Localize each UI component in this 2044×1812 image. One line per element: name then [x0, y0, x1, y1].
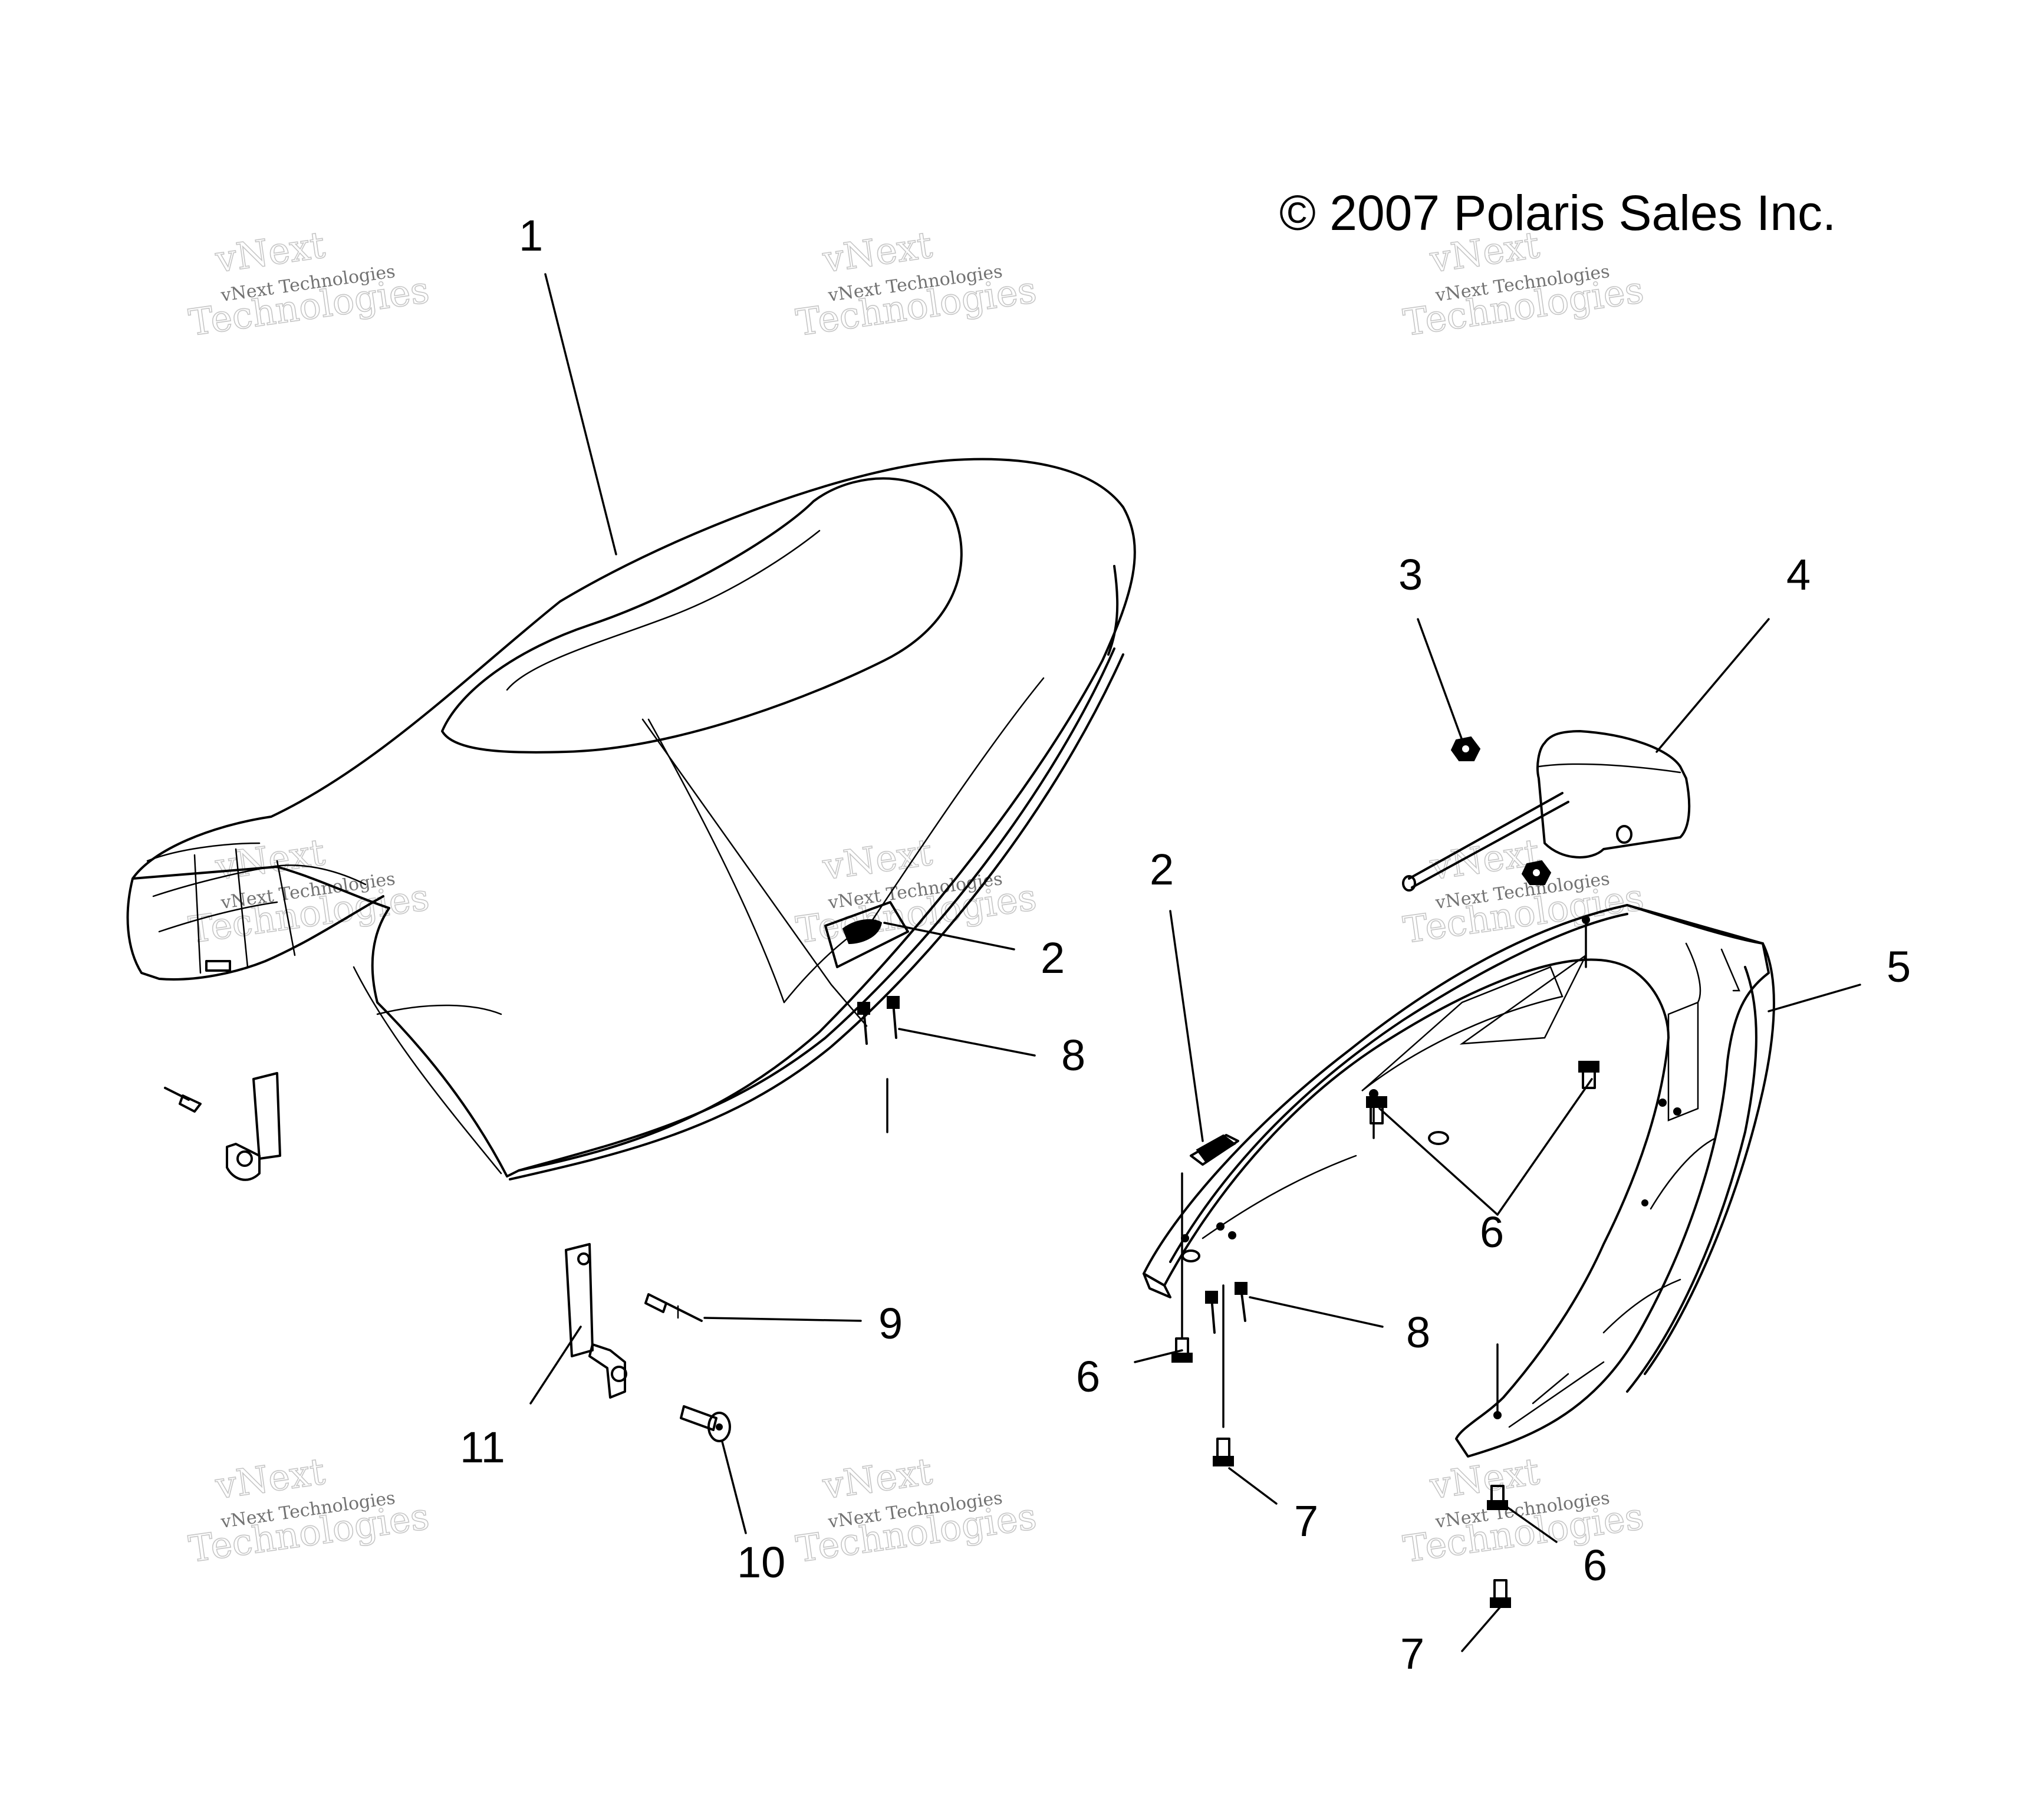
screws-part-8-lower [1205, 1282, 1248, 1334]
watermark: vNext vNext Technologies Technologies [1400, 830, 1647, 952]
callout-8: 8 [1061, 1031, 1085, 1080]
callout-2: 2 [1150, 845, 1174, 894]
rear-bumper-part-5 [1143, 904, 1775, 1458]
leader-lines [529, 273, 1861, 1652]
callout-8: 8 [1406, 1308, 1430, 1357]
copyright-notice: © 2007 Polaris Sales Inc. [1279, 185, 1836, 241]
clip-part-2-right [1181, 1134, 1239, 1340]
bolts-part-7 [1213, 1284, 1511, 1608]
screw-part-8-upper [857, 996, 900, 1133]
callout-7: 7 [1400, 1629, 1424, 1678]
callout-labels: 1 2 2 3 4 5 6 6 6 7 7 8 8 9 10 11 [460, 211, 1911, 1678]
watermark: vNext vNext Technologies Technologies [1400, 1449, 1647, 1571]
nut-part-3 [1450, 736, 1552, 885]
watermark: vNext vNext Technologies Technologies [186, 830, 432, 952]
callout-1: 1 [519, 211, 543, 260]
watermark-grid: vNext vNext Technologies Technologies vN… [186, 223, 1647, 1571]
callout-6: 6 [1076, 1352, 1100, 1401]
watermark: vNext vNext Technologies Technologies [793, 223, 1039, 345]
screw-part-9 [644, 1293, 703, 1322]
taillight-part-4 [1402, 730, 1691, 892]
watermark: vNext vNext Technologies Technologies [793, 1449, 1039, 1571]
callout-3: 3 [1398, 550, 1423, 599]
callout-4: 4 [1786, 550, 1811, 599]
watermark: vNext vNext Technologies Technologies [186, 223, 432, 345]
watermark: vNext vNext Technologies Technologies [186, 1449, 432, 1571]
callout-9: 9 [878, 1299, 903, 1348]
callout-10: 10 [737, 1538, 785, 1587]
callout-2: 2 [1041, 933, 1065, 982]
callout-6: 6 [1583, 1541, 1607, 1590]
callout-11: 11 [460, 1423, 505, 1472]
callout-6: 6 [1480, 1208, 1504, 1257]
callout-7: 7 [1294, 1497, 1318, 1545]
bolt-part-10 [680, 1405, 731, 1442]
callout-5: 5 [1887, 942, 1911, 991]
bracket-left-upper [164, 1072, 281, 1181]
bracket-part-11 [565, 1243, 627, 1399]
bolts-part-6 [1171, 1061, 1599, 1510]
seat-part-1 [126, 458, 1136, 1180]
